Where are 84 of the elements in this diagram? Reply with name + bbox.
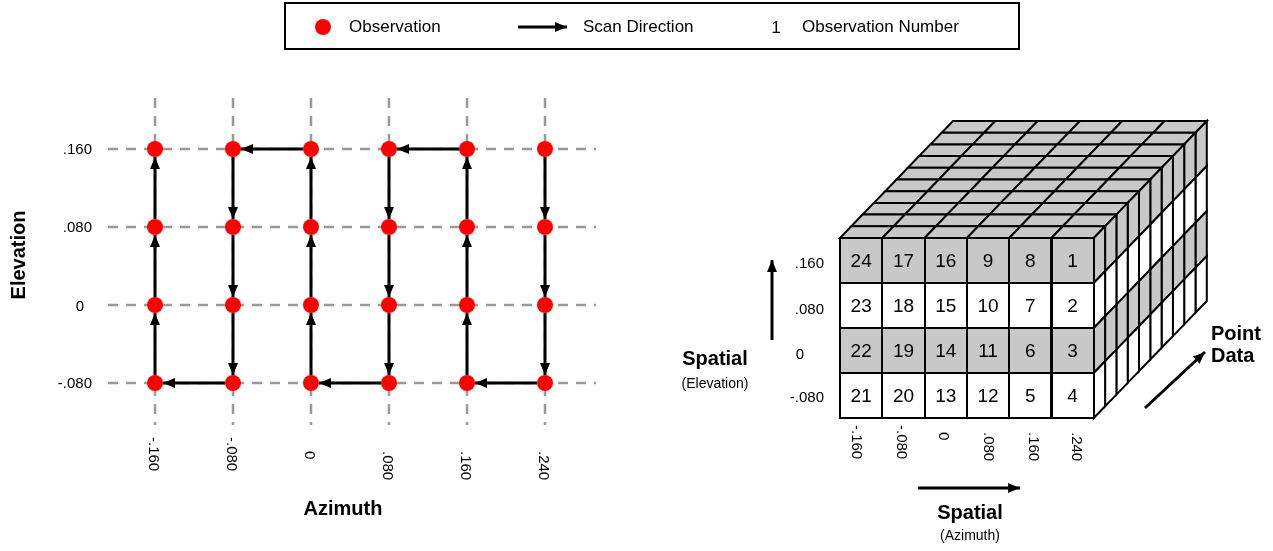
legend-text: Scan Direction	[583, 18, 694, 35]
tick-label: .240	[1069, 432, 1086, 462]
scan-arrow	[462, 157, 472, 219]
tick-label: -.080	[57, 374, 92, 391]
scan-arrow	[462, 313, 472, 375]
observation-dot	[303, 297, 319, 313]
scan-arrow	[384, 235, 394, 297]
observation-cell: 5	[1008, 372, 1053, 419]
observation-dot	[459, 375, 475, 391]
tick-label: .160	[62, 140, 92, 157]
tick-label: .080	[794, 300, 824, 317]
tick-label: .160	[458, 451, 475, 481]
tick-label: 0	[936, 432, 953, 441]
legend-sample-number: 1	[771, 18, 781, 36]
scan-arrow	[150, 313, 160, 375]
scan-arrow	[540, 313, 550, 375]
scan-arrow	[397, 144, 459, 154]
observation-dot	[147, 297, 163, 313]
observation-dot	[147, 375, 163, 391]
scan-arrow	[306, 235, 316, 297]
scan-arrow	[228, 313, 238, 375]
scan-arrow	[540, 235, 550, 297]
scan-arrow	[319, 378, 381, 388]
tick-label: .080	[981, 432, 998, 462]
scan-arrow	[228, 157, 238, 219]
scan-arrow	[462, 235, 472, 297]
scan-arrow	[241, 144, 303, 154]
observation-dot	[459, 141, 475, 157]
tick-label: -.160	[146, 437, 163, 472]
observation-dot	[537, 375, 553, 391]
axis-title: Elevation	[7, 210, 29, 300]
observation-dot	[147, 141, 163, 157]
observation-dot	[303, 375, 319, 391]
tick-label: -.080	[789, 388, 824, 405]
observation-dot	[459, 297, 475, 313]
observation-dot	[381, 375, 397, 391]
axis-title: Azimuth	[303, 497, 383, 519]
observation-dot	[147, 219, 163, 235]
observation-dot	[537, 219, 553, 235]
tick-label: .160	[794, 254, 824, 271]
axis-title: Spatial	[682, 347, 748, 369]
legend-text: Observation	[349, 18, 441, 35]
scan-arrow	[150, 157, 160, 219]
observation-cell: 19	[881, 327, 926, 374]
tick-label: 0	[795, 344, 805, 362]
axis-subtitle: (Elevation)	[681, 374, 749, 392]
tick-label: .240	[536, 451, 553, 481]
tick-label: -.160	[849, 425, 866, 460]
tick-label: -.080	[894, 425, 911, 460]
scan-arrow	[540, 157, 550, 219]
legend-text: Observation Number	[802, 18, 959, 35]
observation-dot	[381, 141, 397, 157]
tick-label: 0	[302, 451, 319, 460]
observation-dot	[537, 141, 553, 157]
scan-arrow	[228, 235, 238, 297]
scan-arrow	[306, 157, 316, 219]
observation-dot	[225, 219, 241, 235]
observation-dot	[303, 141, 319, 157]
tick-label: .080	[380, 451, 397, 481]
scan-arrow	[150, 235, 160, 297]
scan-arrow	[306, 313, 316, 375]
observation-dot	[225, 375, 241, 391]
observation-cell: 6	[1008, 327, 1053, 374]
tick-label: .080	[62, 218, 92, 235]
axis-title: Point Data	[1211, 322, 1262, 366]
axis-subtitle: (Azimuth)	[940, 526, 1000, 544]
scan-arrow	[475, 378, 537, 388]
observation-dot	[225, 141, 241, 157]
observation-dot	[225, 297, 241, 313]
tick-label: .160	[1026, 432, 1043, 462]
scan-arrow	[384, 157, 394, 219]
tick-label: 0	[75, 296, 85, 314]
observation-cell: 22	[839, 327, 884, 374]
tick-label: -.080	[224, 437, 241, 472]
observation-dot	[381, 297, 397, 313]
observation-dot	[303, 219, 319, 235]
observation-dot	[537, 297, 553, 313]
observation-cell: 21	[839, 372, 884, 419]
observation-cell: 14	[923, 327, 968, 374]
observation-dot	[381, 219, 397, 235]
scan-arrow	[384, 313, 394, 375]
axis-title: Spatial	[937, 501, 1003, 523]
observation-dot	[459, 219, 475, 235]
scan-arrow	[163, 378, 225, 388]
